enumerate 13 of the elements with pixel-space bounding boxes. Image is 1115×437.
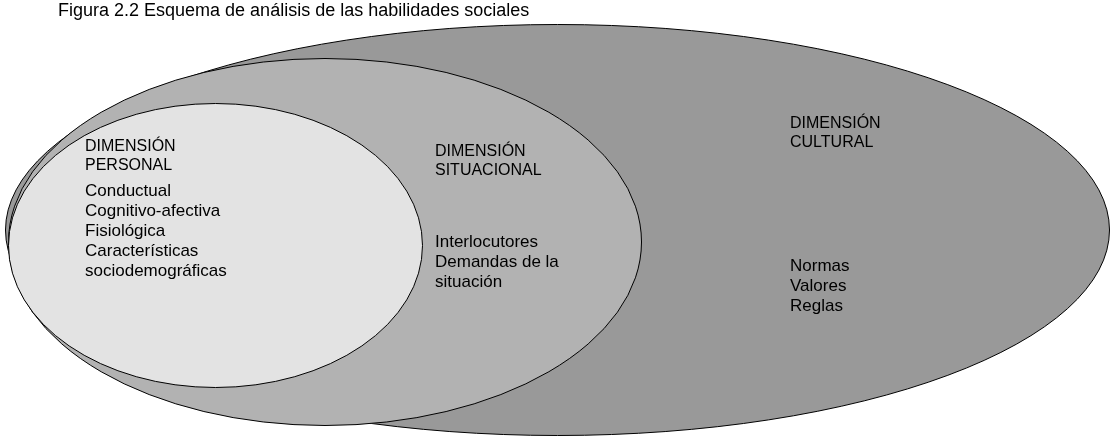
- dimension-item: Cognitivo-afectiva: [85, 201, 222, 222]
- dimension-item: Características sociodemográficas: [85, 241, 228, 282]
- dimension-item: Demandas de la situación: [435, 252, 560, 293]
- figure-title: Figura 2.2 Esquema de análisis de las habilidades sociales: [58, 0, 530, 21]
- dimension-heading: DIMENSIÓN CULTURAL: [790, 114, 882, 152]
- dimension-item: Valores: [790, 276, 848, 297]
- dimension-item: Interlocutores: [435, 232, 539, 253]
- dimension-heading: DIMENSIÓN SITUACIONAL: [435, 142, 543, 180]
- dimension-item: Fisiológica: [85, 221, 167, 242]
- dimension-heading: DIMENSIÓN PERSONAL: [85, 137, 177, 175]
- dimension-item: Normas: [790, 256, 851, 277]
- dimension-item: Reglas: [790, 296, 844, 317]
- dimension-item: Conductual: [85, 181, 172, 202]
